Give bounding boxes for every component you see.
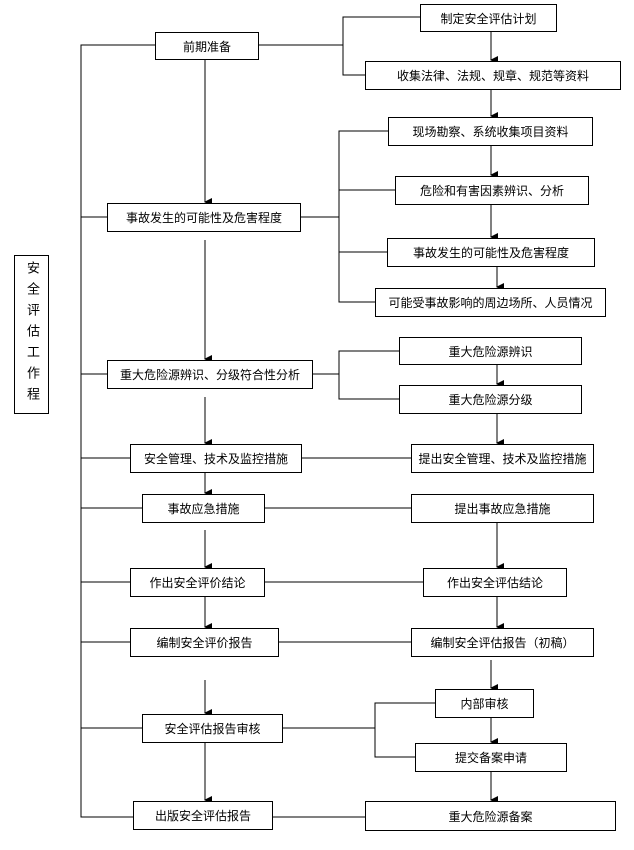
- right-step-major-hazard-grading: 重大危险源分级: [399, 385, 582, 414]
- right-step-propose-emergency-measures: 提出事故应急措施: [411, 494, 594, 523]
- spine-line: [80, 44, 155, 818]
- left-step-accident-likelihood: 事故发生的可能性及危害程度: [107, 203, 301, 232]
- right-step-hazard-identification: 危险和有害因素辨识、分析: [395, 176, 589, 205]
- right-step-propose-safety-measures: 提出安全管理、技术及监控措施: [411, 444, 594, 473]
- right-step-major-hazard-identification: 重大危险源辨识: [399, 337, 582, 365]
- right-step-accident-likelihood: 事故发生的可能性及危害程度: [387, 238, 595, 267]
- right-step-assessment-conclusion: 作出安全评估结论: [423, 568, 567, 597]
- side-label-box: 安全评估工作程: [14, 255, 49, 414]
- left-step-conclusion: 作出安全评价结论: [130, 568, 265, 597]
- side-label: 安全评估工作程: [24, 261, 39, 408]
- right-step-collect-regulations: 收集法律、法规、规章、规范等资料: [365, 61, 621, 90]
- right-step-surroundings: 可能受事故影响的周边场所、人员情况: [375, 288, 606, 317]
- right-step-draft-report: 编制安全评估报告（初稿）: [411, 628, 594, 657]
- left-step-safety-measures: 安全管理、技术及监控措施: [130, 444, 302, 473]
- right-step-plan: 制定安全评估计划: [420, 4, 557, 32]
- left-step-major-hazard-analysis: 重大危险源辨识、分级符合性分析: [107, 360, 313, 389]
- left-step-compile-report: 编制安全评价报告: [130, 628, 279, 657]
- right-step-site-survey: 现场勘察、系统收集项目资料: [388, 117, 593, 146]
- left-step-emergency-measures: 事故应急措施: [142, 494, 265, 523]
- right-step-major-hazard-filing: 重大危险源备案: [365, 801, 616, 831]
- left-step-report-review: 安全评估报告审核: [142, 714, 283, 743]
- right-step-submit-filing: 提交备案申请: [415, 743, 567, 772]
- left-step-preparation: 前期准备: [155, 32, 259, 60]
- left-step-publish-report: 出版安全评估报告: [133, 801, 273, 830]
- right-step-internal-review: 内部审核: [435, 689, 534, 718]
